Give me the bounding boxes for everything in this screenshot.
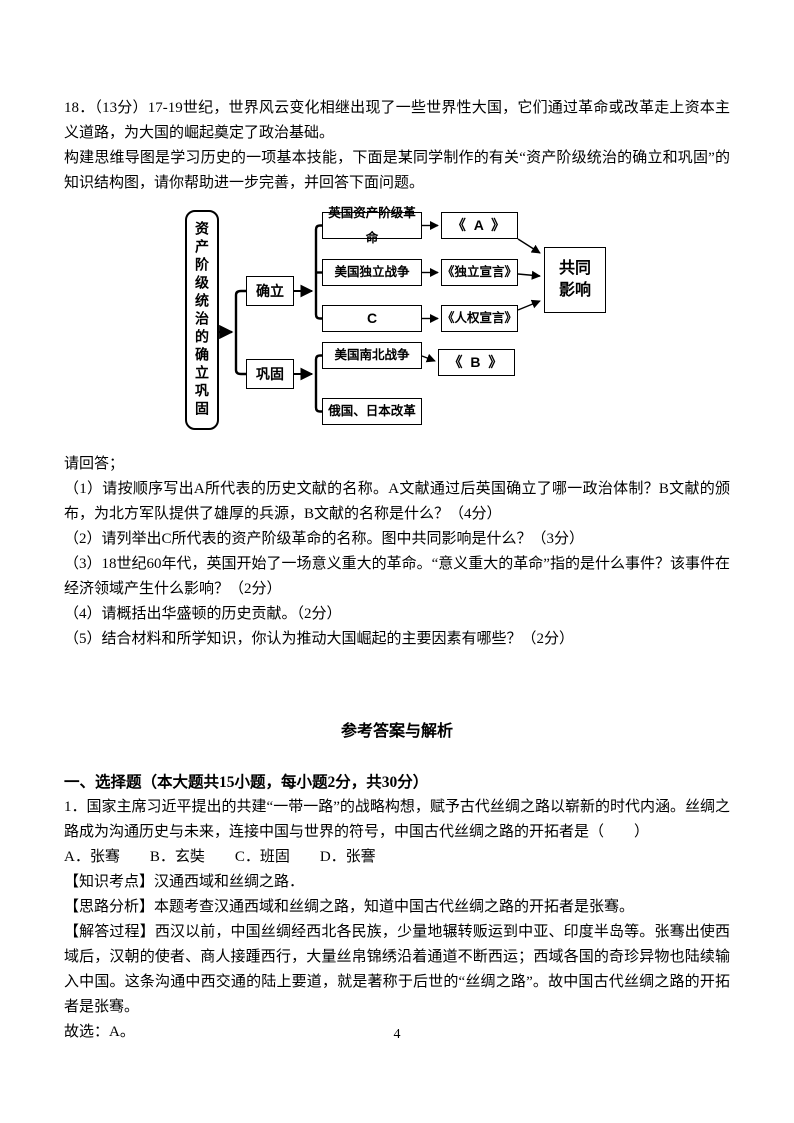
establish-label: 确立 [256, 282, 284, 299]
q1-knowledge-point: 【知识考点】汉通西域和丝绸之路． [64, 874, 305, 890]
answers-section-title: 参考答案与解析 [340, 723, 453, 740]
russia-japan-reform-label: 俄国、日本改革 [328, 404, 416, 418]
diagram-node-consolidate: 巩固 [246, 359, 294, 389]
q18-sub-question-1: （1）请按顺序写出A所代表的历史文献的名称。A文献通过后英国确立了哪一政治体制？… [64, 481, 730, 522]
q1-stem: 1．国家主席习近平提出的共建“一带一路”的战略构想，赋予古代丝绸之路以崭新的时代… [64, 799, 730, 840]
diagram-node-root: 资产阶级统治的确立巩固 [185, 210, 219, 430]
diagram-node-establish: 确立 [246, 276, 294, 306]
q1-conclusion: 故选：A。 [64, 1024, 135, 1040]
node-c-label: C [366, 310, 378, 326]
q18-answer-prompt: 请回答； [64, 456, 125, 472]
diagram-node-american-independence: 美国独立战争 [322, 259, 422, 286]
english-revolution-label: 英国资产阶级革命 [328, 205, 416, 245]
diagram-root-label: 资产阶级统治的确立巩固 [194, 221, 210, 419]
document-a-label: 《 A 》 [451, 217, 508, 233]
q18-sub-question-4: （4）请概括出华盛顿的历史贡献。（2分） [64, 606, 342, 622]
declaration-human-rights-label: 《人权宣言》 [442, 311, 518, 325]
diagram-node-declaration-independence: 《独立宣言》 [441, 259, 518, 286]
diagram-node-russia-japan-reform: 俄国、日本改革 [322, 398, 422, 425]
q18-sub-question-2: （2）请列举出C所代表的资产阶级革命的名称。图中共同影响是什么？（3分） [64, 531, 585, 547]
diagram-node-c: C [322, 305, 422, 332]
q1-solution: 【解答过程】西汉以前，中国丝绸经西北各民族，少量地辗转贩运到中亚、印度半岛等。张… [64, 924, 730, 1015]
american-independence-label: 美国独立战争 [334, 265, 410, 279]
q1-options: A．张骞 B．玄奘 C．班固 D．张謇 [64, 849, 376, 865]
page-number: 4 [393, 1027, 401, 1042]
diagram-node-document-a: 《 A 》 [441, 212, 518, 239]
consolidate-label: 巩固 [256, 365, 284, 382]
q18-sub-question-3: （3）18世纪60年代，英国开始了一场意义重大的革命。“意义重大的革命”指的是什… [64, 556, 730, 597]
diagram-node-document-b: 《 B 》 [438, 349, 515, 376]
diagram-node-common-influence: 共同影响 [544, 247, 606, 313]
page-content: 18．（13分）17-19世纪，世界风云变化相继出现了一些世界性大国，它们通过革… [64, 96, 730, 1045]
diagram-node-declaration-human-rights: 《人权宣言》 [441, 305, 518, 332]
multiple-choice-section-heading: 一、选择题（本大题共15小题，每小题2分，共30分） [64, 774, 429, 791]
q18-sub-question-5: （5）结合材料和所学知识，你认为推动大国崛起的主要因素有哪些？（2分） [64, 631, 575, 647]
document-b-label: 《 B 》 [448, 354, 505, 370]
mind-map-diagram: 资产阶级统治的确立巩固 确立 巩固 英国资产阶级革命 美国独立战争 C 美国南北… [64, 206, 730, 434]
answer-question-1-block: 1．国家主席习近平提出的共建“一带一路”的战略构想，赋予古代丝绸之路以崭新的时代… [64, 795, 730, 1045]
diagram-node-english-revolution: 英国资产阶级革命 [322, 206, 422, 245]
q18-intro-paragraph-1: 18．（13分）17-19世纪，世界风云变化相继出现了一些世界性大国，它们通过革… [64, 100, 730, 141]
q1-analysis: 【思路分析】本题考查汉通西域和丝绸之路，知道中国古代丝绸之路的开拓者是张骞。 [64, 899, 635, 915]
diagram-connector-arrows [219, 220, 541, 413]
diagram-node-civil-war: 美国南北战争 [322, 342, 422, 369]
common-influence-label: 共同影响 [558, 260, 591, 299]
declaration-independence-label: 《独立宣言》 [442, 265, 518, 279]
civil-war-label: 美国南北战争 [334, 348, 410, 362]
q18-intro-paragraph-2: 构建思维导图是学习历史的一项基本技能，下面是某同学制作的有关“资产阶级统治的确立… [64, 150, 730, 191]
